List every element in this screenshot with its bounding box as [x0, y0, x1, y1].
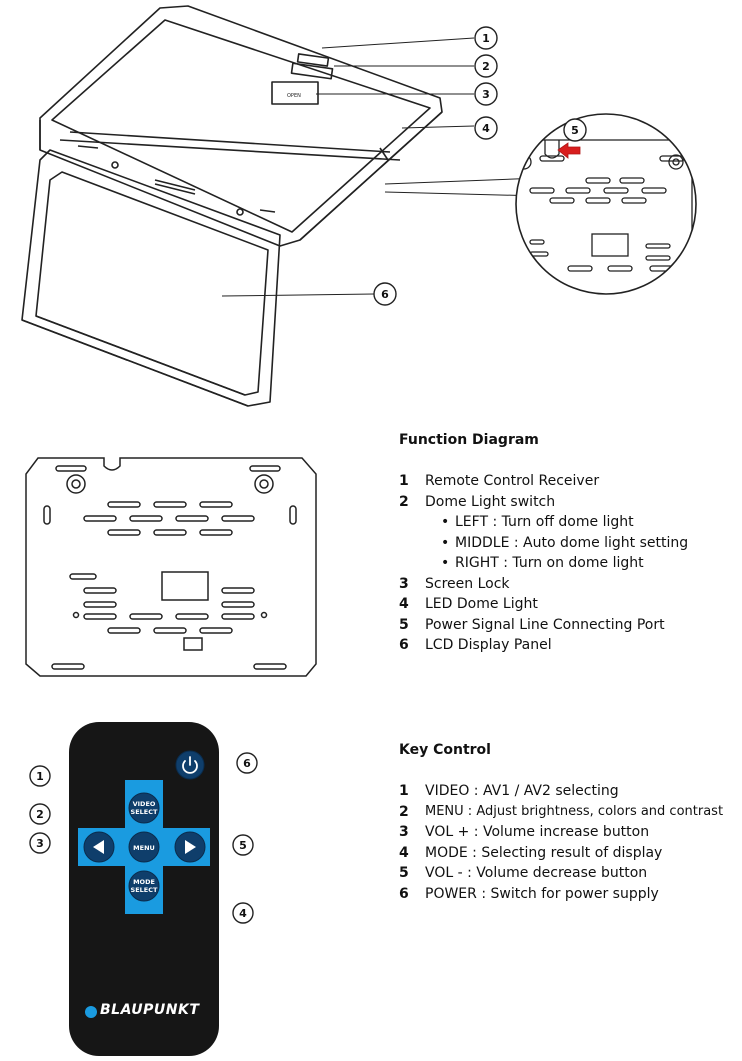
mode-select-button [128, 870, 160, 902]
mode-select-label-2: SELECT [131, 886, 158, 894]
callout-3: 3 [482, 88, 490, 101]
callout-6: 6 [381, 288, 389, 301]
video-select-button [128, 792, 160, 824]
callout-4: 4 [482, 122, 490, 135]
list-subitem: •RIGHT : Turn on dome light [441, 555, 644, 571]
list-subitem: •LEFT : Turn off dome light [441, 514, 634, 530]
power-icon [182, 756, 198, 774]
callout-2: 2 [482, 60, 490, 73]
lock-label: OPEN [287, 93, 301, 99]
monitor-drawing: OPEN 1 2 3 4 6 [21, 5, 697, 407]
arrow-right-icon [185, 840, 196, 854]
mode-select-label-1: MODE [133, 878, 155, 886]
brand-logo-dot [85, 1006, 97, 1018]
callout-5: 5 [571, 124, 579, 137]
key-callout-6: 6 [243, 757, 251, 770]
key-callout-5: 5 [239, 839, 247, 852]
red-arrow-icon [557, 142, 581, 159]
key-callout-4: 4 [239, 907, 247, 920]
video-select-label-1: VIDEO [133, 800, 156, 808]
key-control-title: Key Control [399, 742, 491, 758]
menu-label: MENU [133, 844, 155, 852]
video-select-label-2: SELECT [131, 808, 158, 816]
key-callout-1: 1 [36, 770, 44, 783]
function-diagram-title: Function Diagram [399, 432, 539, 448]
power-button [175, 750, 205, 780]
vol-right-button [174, 831, 206, 863]
arrow-left-icon [93, 840, 104, 854]
menu-button [128, 831, 160, 863]
list-subitem: •MIDDLE : Auto dome light setting [441, 534, 689, 551]
key-callout-3: 3 [36, 837, 44, 850]
key-callout-2: 2 [36, 808, 44, 821]
vol-left-button [83, 831, 115, 863]
callout-1: 1 [482, 32, 490, 45]
brand-name: BLAUPUNKT [100, 1002, 200, 1018]
